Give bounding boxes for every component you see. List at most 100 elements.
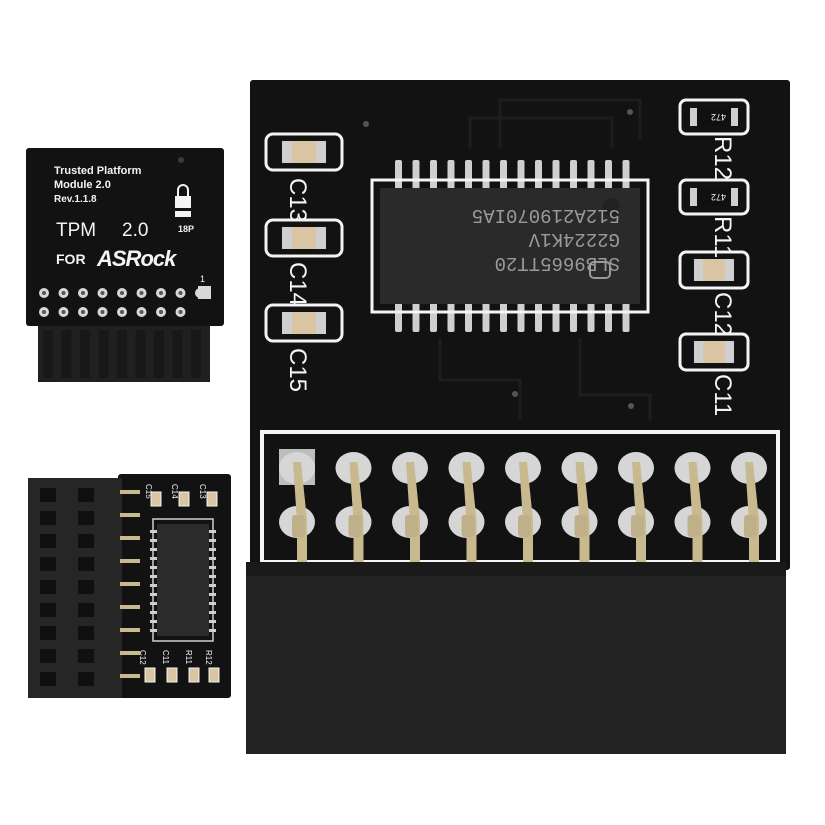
front-connector-slot [154, 330, 164, 378]
chip-lead [412, 302, 420, 332]
chip-lead [482, 302, 490, 332]
side-smd-components [144, 491, 220, 683]
side-pin [120, 490, 140, 494]
chip-lead [587, 302, 595, 332]
chip-lead [482, 160, 490, 190]
side-smd-part [208, 667, 220, 683]
front-connector-slot [61, 330, 72, 378]
back-via-1 [363, 121, 369, 127]
side-socket [78, 603, 94, 617]
side-socket [40, 557, 56, 571]
front-pad-hole [61, 291, 66, 295]
side-chip-lead [150, 620, 157, 623]
front-pad-hole [159, 291, 163, 295]
header-pin [293, 462, 307, 562]
front-pad-hole [42, 291, 46, 295]
header-pin-bend [405, 515, 418, 537]
capacitor-c13 [264, 132, 344, 172]
side-chip-lead [150, 593, 157, 596]
side-socket [78, 649, 94, 663]
front-connector-slot [80, 330, 90, 378]
side-socket [40, 603, 56, 617]
side-chip-lead [209, 593, 216, 596]
header-pin [632, 462, 646, 562]
front-title-line1: Trusted Platform [54, 165, 142, 177]
side-socket [78, 626, 94, 640]
infineon-logo-icon [589, 261, 611, 279]
resistor-r12 [678, 98, 750, 136]
side-chip-lead [209, 611, 216, 614]
side-pin [120, 628, 140, 632]
header-bent-pins [292, 462, 759, 562]
chip-lead [447, 160, 455, 190]
chip-pin1-dot [602, 198, 620, 216]
chip-lead [552, 302, 560, 332]
side-chip-lead [209, 557, 216, 560]
side-tpm-chip [157, 524, 209, 636]
label-c11: C11 [709, 374, 736, 416]
side-chip-lead [209, 584, 216, 587]
capacitor-c15 [264, 303, 344, 343]
chip-marking-line2: G2224K1V [528, 228, 620, 250]
side-smd-part [178, 491, 190, 507]
side-smd-part [166, 667, 178, 683]
header-pin-bend [574, 515, 588, 537]
tpm-chip [380, 188, 640, 304]
back-trace-2 [498, 98, 642, 148]
header-pin [349, 462, 364, 562]
chip-lead [412, 160, 420, 190]
header-pin [406, 462, 420, 562]
header-pin-bend [631, 515, 644, 537]
side-smd-part [150, 491, 162, 507]
front-mounting-hole [178, 157, 184, 163]
back-trace-4 [578, 338, 652, 420]
side-smd-part [144, 667, 156, 683]
chip-lead [517, 160, 525, 190]
front-pin-count: 18P [178, 224, 194, 234]
back-via-4 [628, 403, 634, 409]
side-chip-lead [150, 629, 157, 632]
chip-lead [535, 302, 542, 332]
tpm-front-board: Trusted Platform Module 2.0 Rev.1.1.8 TP… [26, 148, 224, 382]
side-socket [40, 626, 56, 640]
label-c15: C15 [284, 348, 311, 392]
side-chip-lead [209, 548, 216, 551]
side-pin [120, 582, 140, 586]
chip-lead [587, 160, 595, 190]
side-socket [78, 580, 94, 594]
front-connector-slot [98, 330, 109, 378]
back-trace-3 [438, 338, 522, 420]
side-chip-lead [150, 575, 157, 578]
side-label-c13: C13 [198, 484, 207, 499]
front-connector-slot [43, 330, 53, 378]
front-brand-logo: ASRock [96, 246, 178, 271]
chip-lead [430, 302, 437, 332]
side-label-r11: R11 [184, 650, 193, 665]
front-for-label: FOR [56, 251, 86, 267]
chip-lead [552, 160, 560, 190]
label-c12: C12 [709, 292, 736, 336]
header-pin-bend [292, 515, 305, 537]
front-revision: Rev.1.1.8 [54, 194, 97, 205]
side-chip-lead [209, 566, 216, 569]
front-pad-hole [100, 310, 105, 314]
side-chip-lead [209, 539, 216, 542]
chip-top-leads [395, 160, 630, 190]
chip-lead [465, 160, 472, 190]
side-socket [78, 672, 94, 686]
side-pin [120, 536, 140, 540]
front-version-label: 2.0 [122, 220, 148, 241]
front-pad-hole [81, 291, 85, 295]
side-chip-lead [209, 530, 216, 533]
back-trace-1 [468, 116, 614, 148]
chip-lead [430, 160, 437, 190]
side-socket [40, 511, 56, 525]
main-connector-shade [246, 562, 786, 576]
chip-lead [535, 160, 542, 190]
back-via-3 [512, 391, 518, 397]
header-pin-bend [348, 515, 362, 537]
side-connector-sockets [40, 488, 94, 686]
front-connector-slot [117, 330, 127, 378]
chip-lead [570, 160, 577, 190]
